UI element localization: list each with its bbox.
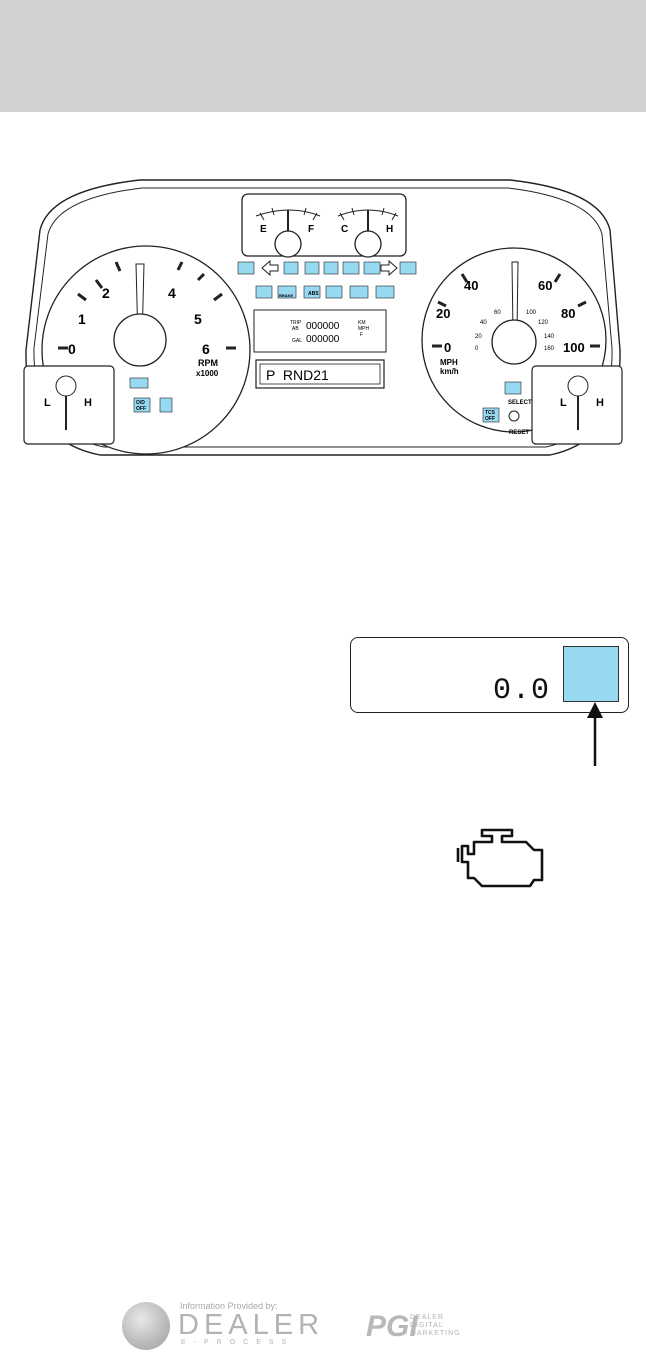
mph-label-80: 80 xyxy=(561,306,575,321)
pgi-logo-text: PGI xyxy=(366,1310,418,1343)
trip-display-panel: 0.0 mi xyxy=(350,637,629,713)
mc-trip-label: TRIP xyxy=(290,320,302,326)
mc-km-label: KM xyxy=(358,320,366,326)
oil-pressure-gauge: L H xyxy=(23,365,115,445)
kmh-label-60: 60 xyxy=(494,310,501,316)
battery-low-label: L xyxy=(560,397,567,409)
seatbelt-lamp xyxy=(159,397,173,413)
mph-label-40: 40 xyxy=(464,278,478,293)
pointer-arrow-icon xyxy=(587,702,603,766)
dealer-logo-text: DEALER xyxy=(178,1309,325,1341)
right-turn-arrow-icon xyxy=(380,259,398,277)
temp-cold-label: C xyxy=(341,224,348,235)
tcs-off-lamp xyxy=(482,407,500,423)
footer-logos: Information Provided by: DEALER E-PROCES… xyxy=(120,1296,500,1356)
highlighted-lamp-area xyxy=(563,646,619,702)
reset-label[interactable]: RESET xyxy=(509,430,529,436)
mph-label-100: 100 xyxy=(563,340,585,355)
mc-mph-label: MPH xyxy=(358,326,370,332)
mph-label-20: 20 xyxy=(436,306,450,321)
pgi-logo-subtext: DEALER DIGITAL MARKETING xyxy=(410,1314,461,1338)
tach-unit-label: RPM xyxy=(198,358,218,368)
tach-label-5: 5 xyxy=(194,311,202,327)
header-bar xyxy=(0,0,646,112)
kmh-label-140: 140 xyxy=(544,334,555,340)
temp-hot-label: H xyxy=(386,224,393,235)
od-off-label-2: OFF xyxy=(136,406,146,412)
gear-indicator: P RND21 xyxy=(266,367,329,383)
mph-unit-label: MPH xyxy=(440,358,458,367)
mc-digits-top: 000000 xyxy=(306,321,340,332)
fuel-gauge: E F xyxy=(255,207,321,258)
battery-high-label: H xyxy=(596,397,604,409)
tcs-off-label-bottom: OFF xyxy=(485,416,495,422)
kmh-label-160: 160 xyxy=(544,346,555,352)
trip-readout-value: 0.0 xyxy=(493,674,551,708)
tach-label-6: 6 xyxy=(202,341,210,357)
tach-label-4: 4 xyxy=(168,285,176,301)
kmh-label-0: 0 xyxy=(475,346,479,352)
warning-lamp-row-top xyxy=(237,261,417,275)
tach-multiplier-label: x1000 xyxy=(196,369,219,378)
warning-lamp-row-bottom xyxy=(255,285,395,299)
mc-f-label: F xyxy=(360,332,363,338)
eprocess-logo-text: E-PROCESS xyxy=(181,1339,295,1346)
od-off-lamp xyxy=(133,397,151,413)
select-label[interactable]: SELECT xyxy=(508,400,532,406)
kmh-label-120: 120 xyxy=(538,320,549,326)
mc-digits-bottom: 000000 xyxy=(306,334,340,345)
oil-low-label: L xyxy=(44,397,51,409)
battery-gauge: L H xyxy=(531,365,623,445)
globe-logo-icon xyxy=(122,1302,170,1350)
mc-ab-label: AB xyxy=(292,326,299,332)
gear-display xyxy=(255,359,385,389)
brake-lamp xyxy=(277,285,297,299)
mph-label-60: 60 xyxy=(538,278,552,293)
oil-lamp xyxy=(129,377,149,389)
speed-control-lamp xyxy=(504,381,522,395)
od-off-label: O/D xyxy=(136,400,145,406)
fuel-full-label: F xyxy=(308,224,314,235)
message-center xyxy=(253,309,387,353)
kmh-label-20: 20 xyxy=(475,334,482,340)
temperature-gauge: C H xyxy=(337,207,399,258)
tach-label-1: 1 xyxy=(78,311,86,327)
kmh-label-40: 40 xyxy=(480,320,487,326)
abs-lamp-label: ABS xyxy=(308,291,319,297)
footer-caption: Information Provided by: xyxy=(180,1301,278,1311)
mc-gal-label: GAL xyxy=(292,338,302,344)
oil-high-label: H xyxy=(84,397,92,409)
instrument-cluster: E F C H 0 1 2 4 5 6 RPM x1000 xyxy=(23,179,623,456)
select-reset-button[interactable] xyxy=(508,410,520,422)
pgi-sub-line-3: MARKETING xyxy=(410,1330,461,1337)
kmh-label-100: 100 xyxy=(526,310,537,316)
tcs-off-label-top: TCS xyxy=(485,410,496,416)
check-engine-icon xyxy=(456,828,544,888)
pgi-sub-line-2: DIGITAL xyxy=(410,1322,444,1329)
brake-lamp-label: BRAKE xyxy=(279,293,294,298)
tach-label-0: 0 xyxy=(68,341,76,357)
kmh-unit-label: km/h xyxy=(440,367,459,376)
mph-label-0: 0 xyxy=(444,340,451,355)
pgi-sub-line-1: DEALER xyxy=(410,1314,445,1321)
fuel-empty-label: E xyxy=(260,224,267,235)
left-turn-arrow-icon xyxy=(261,259,279,277)
tach-label-2: 2 xyxy=(102,285,110,301)
